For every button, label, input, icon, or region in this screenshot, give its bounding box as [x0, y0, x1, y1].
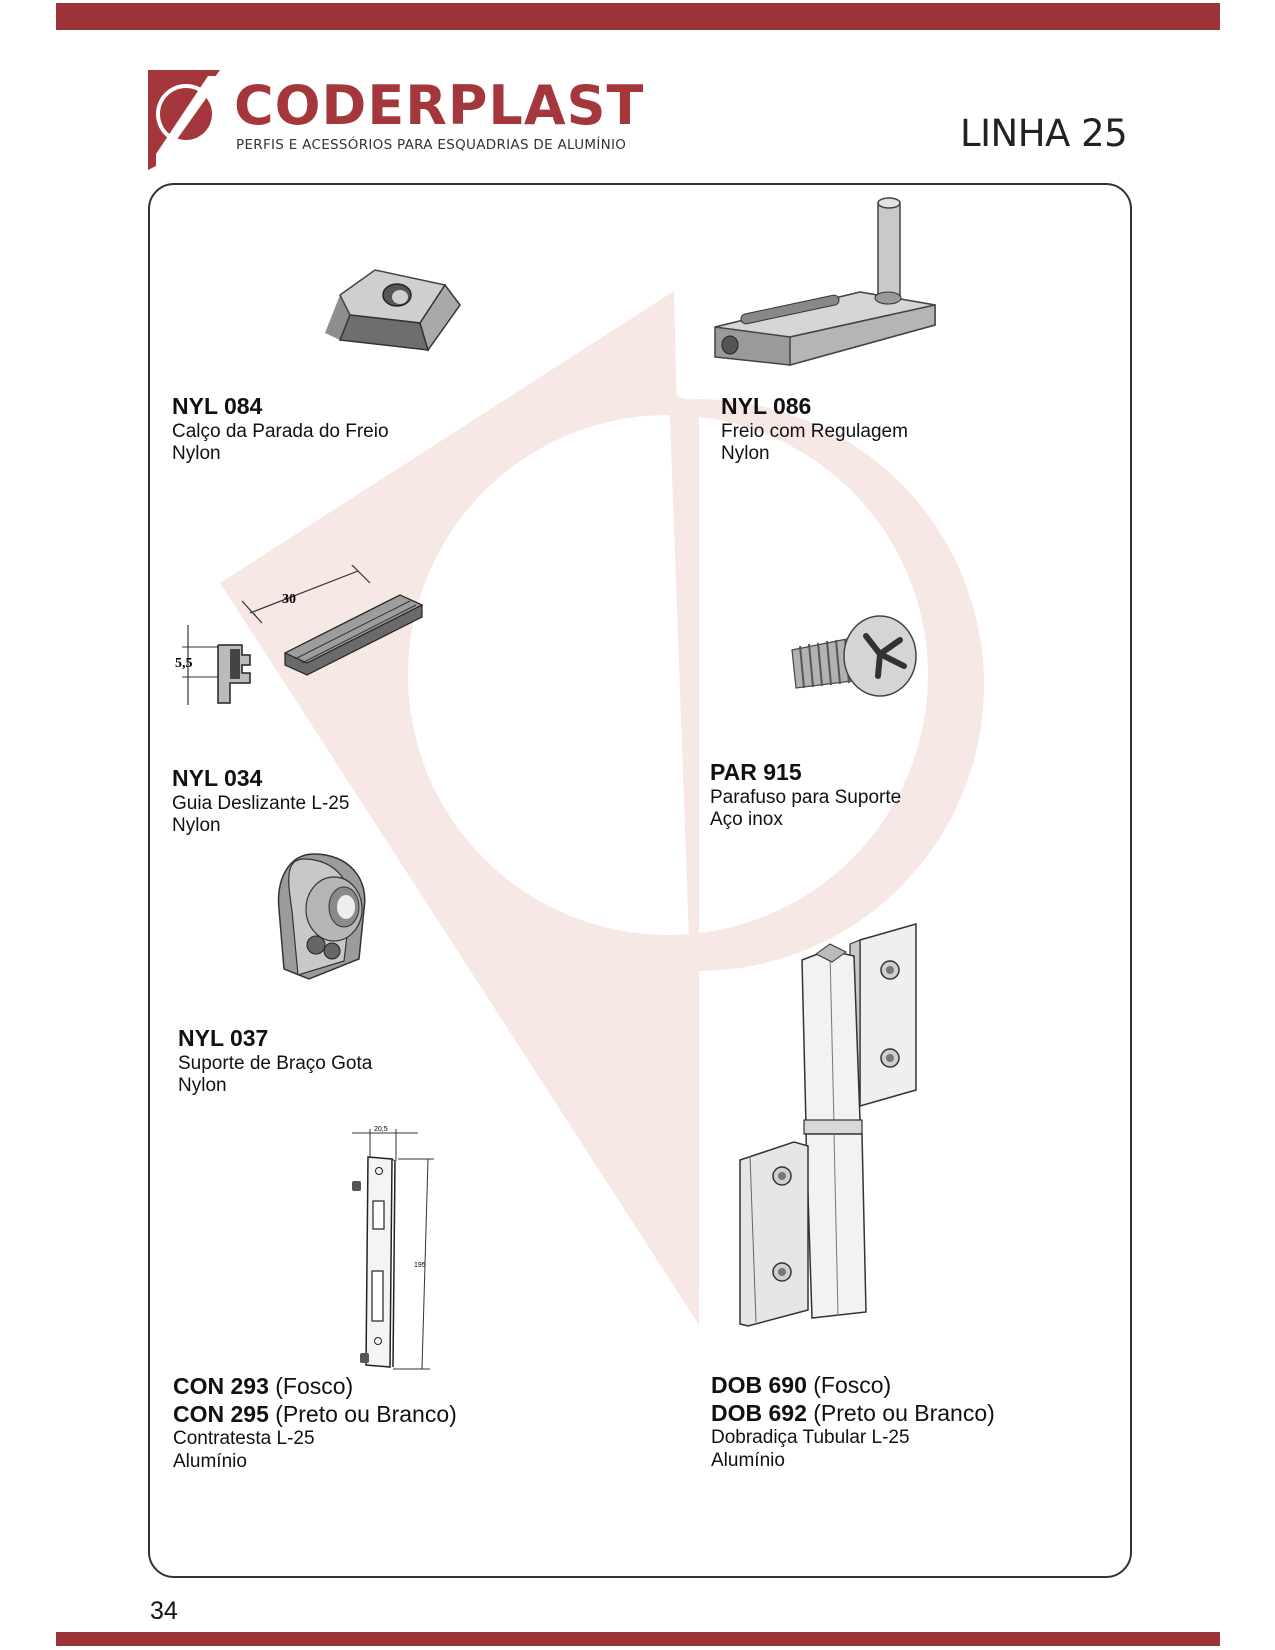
product-code: PAR 915 — [710, 759, 802, 785]
product-description: Contratesta L-25 — [173, 1428, 315, 1450]
product-material: Nylon — [178, 1075, 227, 1097]
product-code-line: DOB 692 (Preto ou Branco) — [711, 1400, 995, 1428]
nyl-084-illustration — [325, 269, 461, 352]
brand-tagline: PERFIS E ACESSÓRIOS PARA ESQUADRIAS DE A… — [236, 137, 627, 153]
product-description: Suporte de Braço Gota — [178, 1052, 373, 1074]
product-finish: (Fosco) — [813, 1372, 892, 1398]
product-code: NYL 086 — [721, 393, 812, 419]
top-accent-bar — [56, 3, 1220, 30]
product-description: Freio com Regulagem — [721, 420, 908, 442]
product-description: Parafuso para Suporte — [710, 786, 902, 808]
product-finish: (Preto ou Branco) — [275, 1400, 457, 1427]
product-nyl-086: NYL 086 Freio com Regulagem Nylon — [721, 393, 908, 466]
product-nyl-037: NYL 037 Suporte de Braço Gota Nylon — [178, 1025, 372, 1098]
nyl-034-illustration: 30 5,5 — [175, 565, 424, 705]
product-code-line: CON 293 (Fosco) — [173, 1373, 457, 1401]
product-dob-690-692: DOB 690 (Fosco) DOB 692 (Preto ou Branco… — [711, 1372, 995, 1473]
product-finish: (Fosco) — [275, 1373, 354, 1399]
product-code: NYL 084 — [172, 393, 263, 419]
product-code: CON 293 — [173, 1373, 269, 1399]
bottom-accent-bar — [56, 1632, 1220, 1646]
dob-690-illustration — [739, 923, 917, 1327]
brand-name: CODERPLAST — [234, 74, 645, 137]
strike-width-dimension: 20,5 — [374, 1126, 388, 1133]
product-par-915: PAR 915 Parafuso para Suporte Aço inox — [710, 759, 901, 832]
guide-height-dimension: 5,5 — [175, 656, 193, 671]
product-material: Aço inox — [710, 809, 783, 831]
product-description: Guia Deslizante L-25 — [172, 792, 350, 814]
product-material: Nylon — [172, 443, 221, 465]
series-title: LINHA 25 — [960, 112, 1128, 155]
nyl-037-illustration — [277, 853, 366, 980]
product-material: Nylon — [721, 443, 770, 465]
product-con-293-295: CON 293 (Fosco) CON 295 (Preto ou Branco… — [173, 1373, 457, 1474]
product-material: Alumínio — [173, 1450, 247, 1472]
product-material: Alumínio — [711, 1449, 785, 1471]
product-material: Nylon — [172, 815, 221, 837]
watermark-logo — [220, 291, 984, 1325]
product-nyl-084: NYL 084 Calço da Parada do Freio Nylon — [172, 393, 389, 466]
product-code: DOB 692 — [711, 1399, 807, 1426]
page-number: 34 — [150, 1597, 178, 1625]
logo-mark-icon — [148, 70, 222, 170]
product-panel: NYL 084 Calço da Parada do Freio Nylon N… — [148, 183, 1132, 1578]
product-description: Dobradiça Tubular L-25 — [711, 1427, 910, 1449]
product-code: CON 295 — [173, 1400, 269, 1427]
product-code: DOB 690 — [711, 1372, 807, 1398]
product-description: Calço da Parada do Freio — [172, 420, 389, 442]
nyl-086-illustration — [714, 197, 936, 366]
con-293-illustration: 20,5 195 — [352, 1126, 434, 1370]
par-915-illustration — [791, 615, 917, 697]
product-nyl-034: NYL 034 Guia Deslizante L-25 Nylon — [172, 765, 349, 838]
coderplast-logo: CODERPLAST PERFIS E ACESSÓRIOS PARA ESQU… — [148, 70, 643, 170]
product-code: NYL 037 — [178, 1025, 269, 1051]
product-code-line: DOB 690 (Fosco) — [711, 1372, 995, 1400]
guide-length-dimension: 30 — [282, 592, 296, 607]
product-finish: (Preto ou Branco) — [813, 1399, 995, 1426]
strike-length-dimension: 195 — [414, 1262, 426, 1269]
product-code: NYL 034 — [172, 765, 263, 791]
product-code-line: CON 295 (Preto ou Branco) — [173, 1401, 457, 1429]
